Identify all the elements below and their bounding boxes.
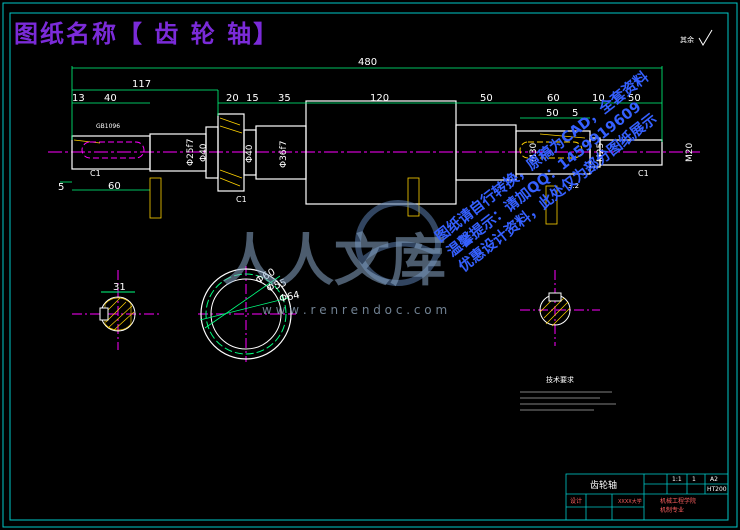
thread-m30: M30 bbox=[529, 143, 539, 162]
svg-text:设计: 设计 bbox=[570, 497, 582, 505]
key-label: GB1096 bbox=[96, 123, 120, 130]
svg-text:1:1: 1:1 bbox=[672, 476, 682, 483]
svg-text:1: 1 bbox=[692, 476, 696, 483]
keyway-right bbox=[519, 141, 583, 159]
dimension-lines bbox=[60, 66, 663, 191]
chamfer-left: C1 bbox=[90, 169, 101, 178]
svg-text:HT200: HT200 bbox=[707, 486, 727, 493]
thread-m25: M25 bbox=[596, 143, 606, 162]
inner-border bbox=[9, 12, 729, 521]
dim-13: 13 bbox=[72, 93, 85, 104]
chamfer-right: C1 bbox=[638, 169, 649, 178]
watermark-url: w w w . r e n r e n d o c . c o m bbox=[262, 303, 447, 317]
svg-text:A2: A2 bbox=[710, 476, 718, 483]
dia-36: Φ36f7 bbox=[279, 141, 289, 168]
dim-60: 60 bbox=[547, 93, 560, 104]
gear-section-view: Φ60 Φ55 Φ64 bbox=[198, 266, 301, 362]
section-hatching bbox=[73, 117, 586, 187]
thread-m20: M20 bbox=[685, 143, 695, 162]
dim-left-span: 117 bbox=[132, 79, 151, 90]
dim-20: 20 bbox=[226, 93, 239, 104]
dim-left-5: 5 bbox=[58, 182, 64, 193]
dim-overall: 480 bbox=[358, 57, 377, 68]
tolerance-frames bbox=[149, 177, 558, 225]
dim-50b: 50 bbox=[628, 93, 641, 104]
dim-15: 15 bbox=[246, 93, 259, 104]
dia-40b: Φ40 bbox=[245, 144, 255, 163]
dim-10: 10 bbox=[592, 93, 605, 104]
roughness-symbol-icon bbox=[698, 29, 713, 46]
svg-text:Φ64: Φ64 bbox=[278, 290, 300, 305]
surface-finish-note: 其余 bbox=[680, 35, 694, 44]
watermark-logo-text: 人人文库 bbox=[222, 228, 446, 294]
dim-50a: 50 bbox=[480, 93, 493, 104]
dim-left-60: 60 bbox=[108, 181, 121, 192]
svg-text:技术要求: 技术要求 bbox=[546, 375, 574, 384]
svg-text:31: 31 bbox=[113, 282, 126, 293]
svg-text:机械工程学院: 机械工程学院 bbox=[660, 497, 696, 505]
svg-text:机制专业: 机制专业 bbox=[660, 506, 684, 514]
dia-40a: Φ40 bbox=[199, 143, 209, 162]
roughness-mark: 3.2 bbox=[568, 182, 579, 190]
keyway-left bbox=[81, 141, 145, 159]
dim-35: 35 bbox=[278, 93, 291, 104]
dim-50c: 50 bbox=[546, 108, 559, 119]
dia-25: Φ25f7 bbox=[186, 139, 196, 166]
svg-text:齿轮轴: 齿轮轴 bbox=[590, 479, 617, 491]
dim-120: 120 bbox=[370, 93, 389, 104]
title-block bbox=[565, 473, 729, 521]
chamfer-mid: C1 bbox=[236, 195, 247, 204]
technical-requirements: 技术要求 bbox=[520, 375, 616, 411]
title-block-text: 齿轮轴 设计 XXXX大学 1:1 1 A2 HT200 机械工程学院 机制专业 bbox=[570, 476, 727, 514]
dim-40: 40 bbox=[104, 93, 117, 104]
diameter-labels: Φ25f7 Φ40 Φ40 Φ36f7 M30 M25 M20 bbox=[186, 139, 695, 168]
svg-text:XXXX大学: XXXX大学 bbox=[618, 498, 642, 505]
section-key-view: 31 bbox=[72, 270, 160, 350]
dimension-texts: 480 117 13 40 20 15 35 120 50 60 10 50 5… bbox=[58, 57, 649, 204]
section-right-view bbox=[520, 270, 600, 346]
watermark-logo-icon bbox=[355, 200, 442, 286]
dim-5: 5 bbox=[572, 108, 578, 119]
drawing-title: 图纸名称【 齿 轮 轴】 bbox=[14, 19, 280, 48]
